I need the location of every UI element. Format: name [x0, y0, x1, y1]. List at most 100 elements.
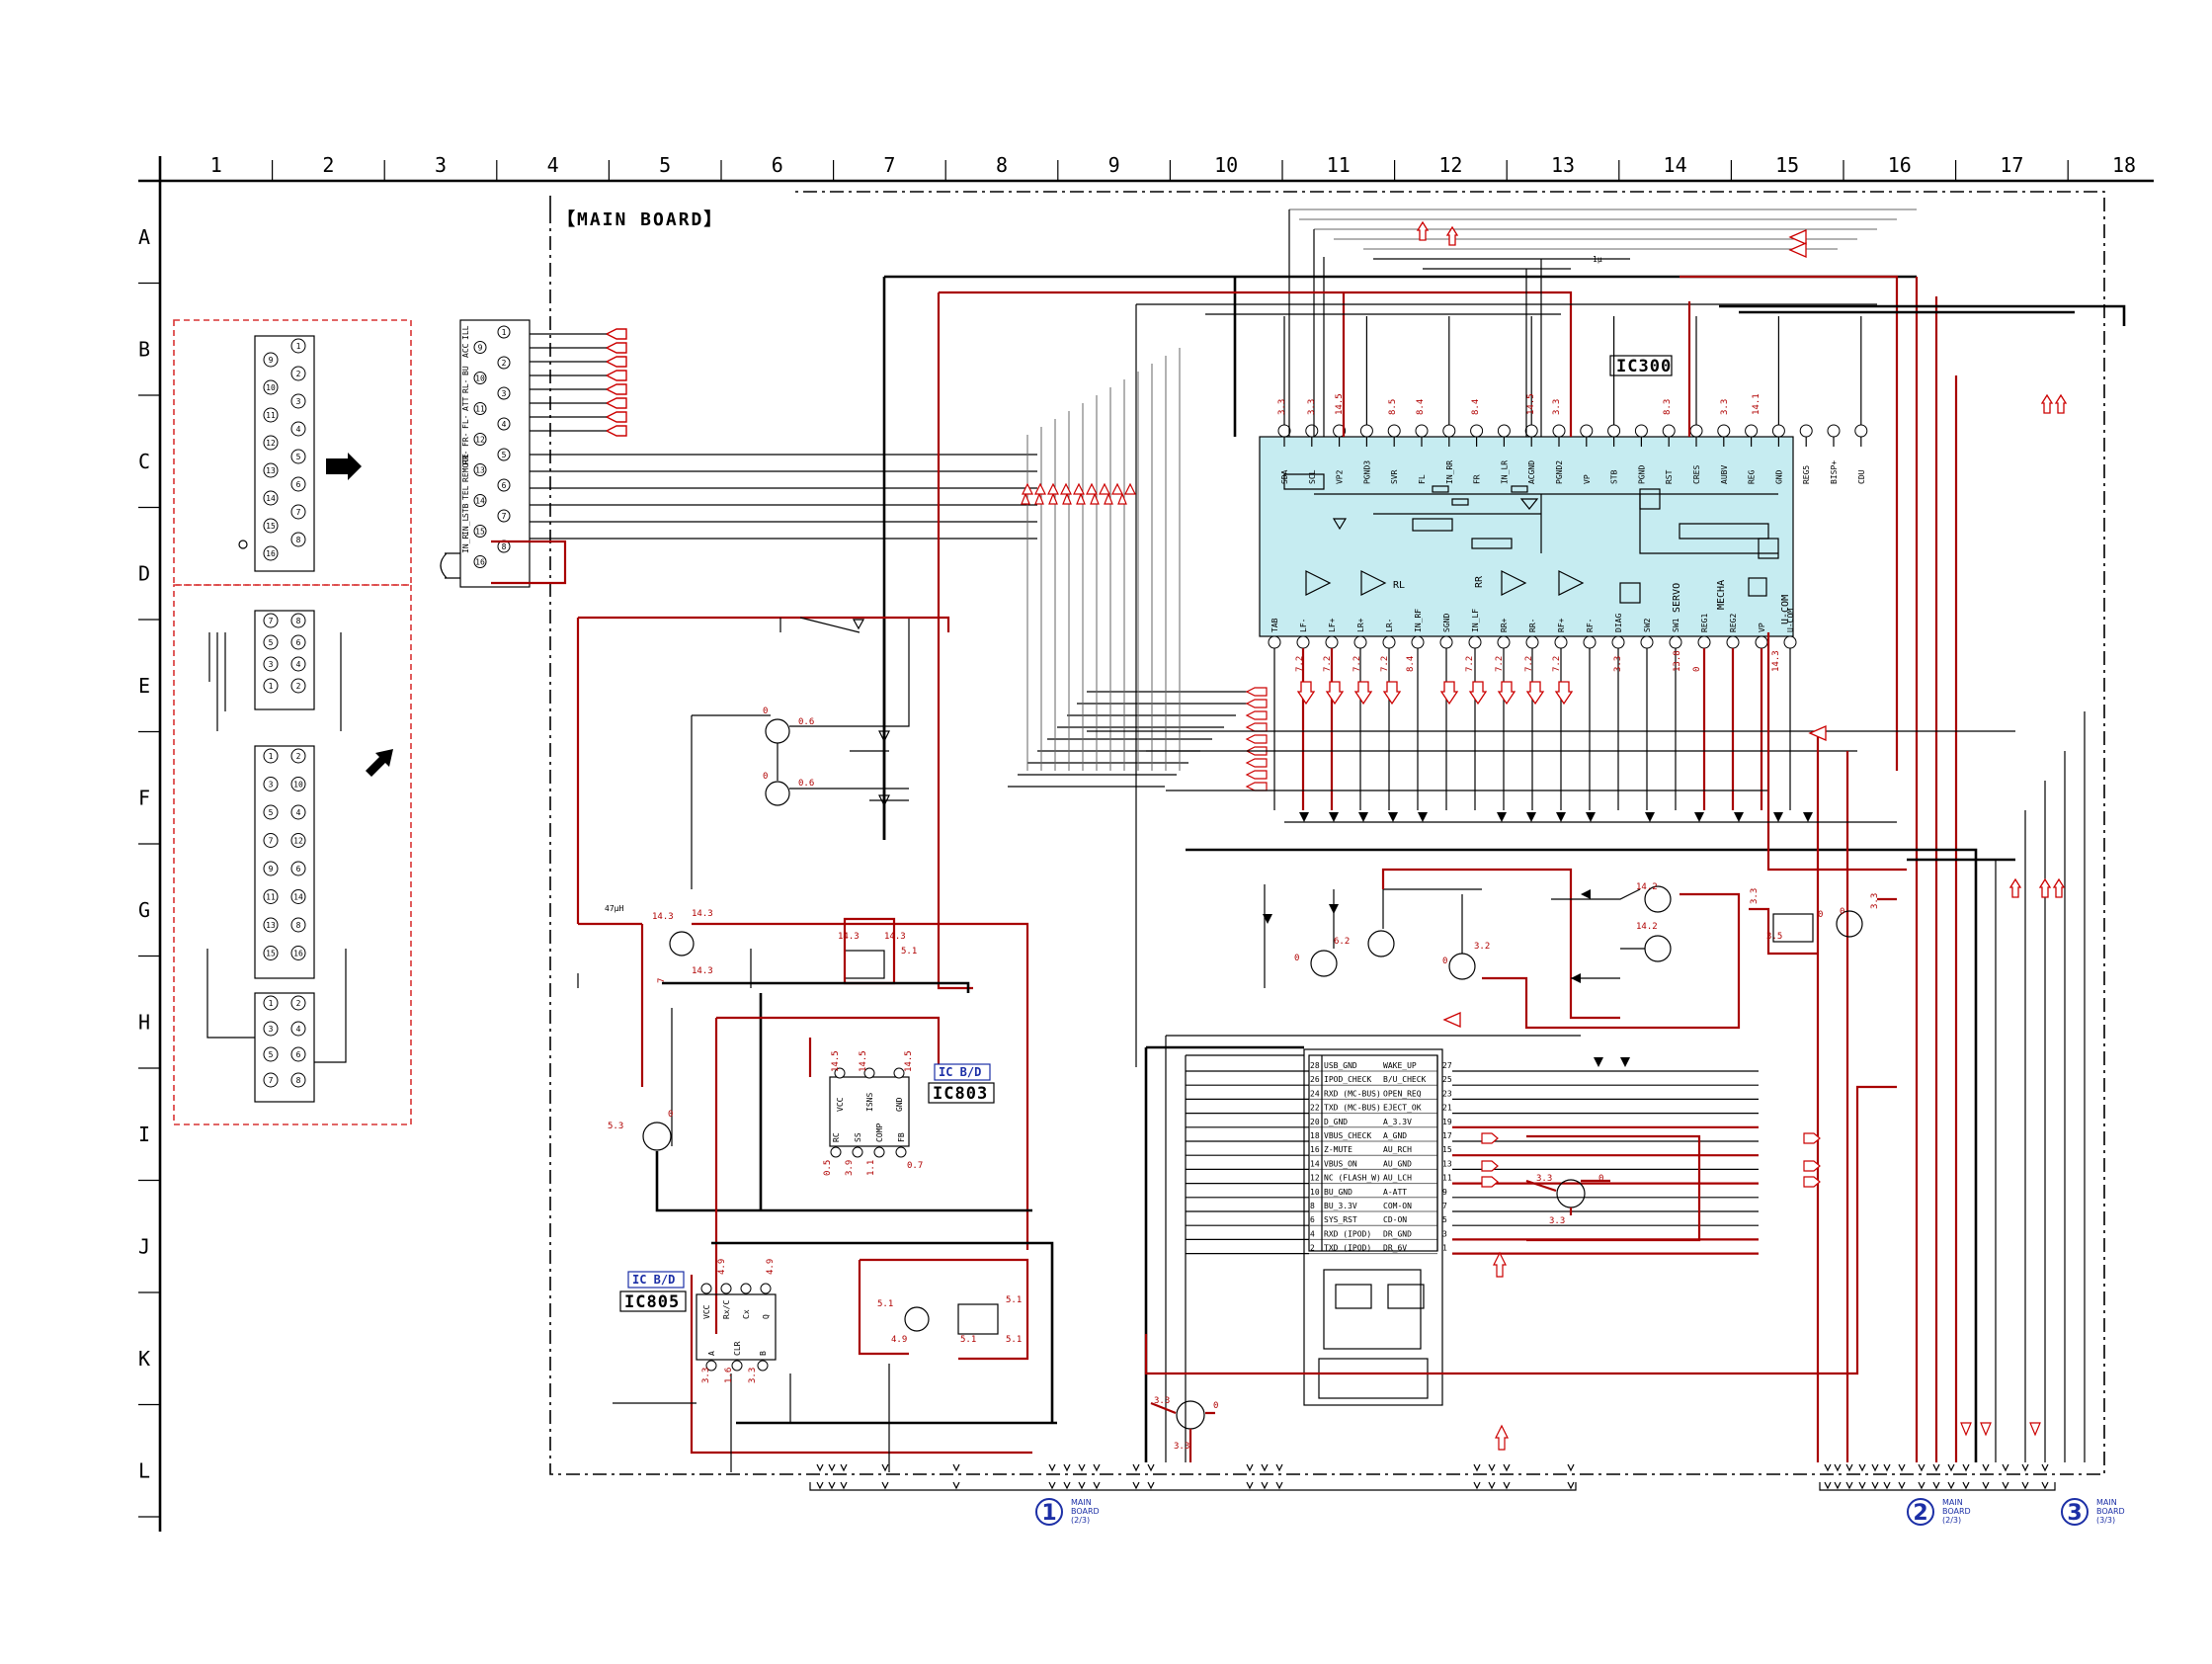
left-arrow-icon — [1808, 725, 1827, 741]
column-number: 11 — [1327, 153, 1351, 177]
connector-pin — [473, 463, 487, 476]
ic300-bottom-pin-label: RR- — [1528, 619, 1537, 632]
bus-tick — [1898, 1463, 1906, 1472]
row-letter: H — [138, 1010, 150, 1034]
connector-pin-number: 9 — [478, 344, 483, 353]
connector-right-pin-number: 7 — [1442, 1202, 1447, 1210]
voltage-label: 0.5 — [823, 1160, 833, 1176]
bus-tick — [1093, 1481, 1101, 1490]
legend-pin-number: 7 — [269, 1076, 274, 1085]
connector-pin — [497, 417, 511, 431]
ic300-top-pin — [1524, 424, 1538, 438]
connector-pin — [497, 509, 511, 523]
connector-pin-number: 1 — [502, 328, 507, 337]
legend-pin-number: 6 — [296, 1050, 301, 1059]
board-ref-text: BOARD — [1942, 1507, 1971, 1516]
bus-tick — [1078, 1463, 1086, 1472]
connector-left-pin-number: 18 — [1310, 1131, 1320, 1140]
bus-tick — [1824, 1481, 1832, 1490]
voltage-label: 4.9 — [766, 1259, 776, 1275]
voltage-label: 3.9 — [845, 1160, 855, 1176]
connector-left-pin-label: BU_3.3V — [1324, 1202, 1357, 1210]
bus-tick — [2041, 1463, 2049, 1472]
column-number: 5 — [659, 153, 671, 177]
ic300-block-mecha: MECHA — [1716, 580, 1727, 610]
ic300-bottom-pin — [1497, 635, 1511, 649]
ic300-top-pin-label: VP — [1583, 474, 1592, 484]
arrow-right-icon — [326, 453, 362, 480]
down-arrow-icon — [1525, 681, 1545, 706]
row-letter: F — [138, 786, 150, 809]
voltage-label: 0 — [1442, 957, 1447, 966]
legend-pin — [263, 889, 279, 904]
legend-pin-number: 6 — [296, 480, 301, 489]
connector-pin-number: 12 — [475, 436, 485, 445]
voltage-label: 1.1 — [866, 1160, 876, 1176]
voltage-label: 0 — [1294, 954, 1299, 963]
legend-pin-number: 12 — [293, 837, 303, 846]
right-arrow-icon — [1803, 1176, 1821, 1188]
voltage-label: 14.2 — [1636, 922, 1658, 932]
up-arrow-icon — [2008, 877, 2022, 898]
ic300-top-pin — [1305, 424, 1319, 438]
board-label: 【MAIN BOARD】 — [557, 209, 723, 230]
connector-left-pin-label: NC (FLASH_W) — [1324, 1174, 1381, 1183]
ic300-top-pin — [1442, 424, 1456, 438]
board-ref-text: BOARD — [2096, 1507, 2125, 1516]
column-number: 9 — [1108, 153, 1120, 177]
connector-pin-number: 10 — [475, 374, 485, 383]
ic300-bottom-pin — [1525, 635, 1539, 649]
column-number: 17 — [2000, 153, 2023, 177]
voltage-label: 13.8 — [1673, 650, 1682, 672]
ic300-bottom-pin-label: LF+ — [1328, 618, 1337, 632]
ic805-pin-label: Rx/C — [722, 1300, 731, 1319]
voltage-label: 14.5 — [1526, 393, 1536, 415]
connector-pin-label: RL- — [461, 379, 470, 393]
ic803-pin — [852, 1146, 863, 1158]
ic300-block-rl: RL — [1393, 580, 1405, 591]
voltage-label: 3.3 — [1536, 1174, 1552, 1184]
connector-left-pin-label: TXD (MC-BUS) — [1324, 1104, 1381, 1113]
up-arrow-icon — [1090, 492, 1100, 505]
bus-tick — [1261, 1463, 1269, 1472]
bus-tick — [1048, 1481, 1056, 1490]
connector-left-pin-label: USB_GND — [1324, 1061, 1357, 1070]
bus-tick — [816, 1463, 824, 1472]
legend-pin — [290, 1021, 306, 1037]
ic300-bottom-pin-label: IN_RF — [1414, 609, 1423, 632]
transistor-group-gh — [1144, 868, 1897, 1375]
left-arrow-icon — [1245, 722, 1268, 732]
transistor-q-left — [642, 1122, 672, 1151]
bus-tick — [1246, 1481, 1254, 1490]
ic300-top-pin-label: AUBV — [1720, 465, 1729, 484]
ic300-top-pin-label: IN_RR — [1445, 460, 1454, 484]
voltage-label: 14.3 — [838, 932, 860, 942]
legend-pin-number: 5 — [269, 1050, 274, 1059]
legend-pin — [263, 352, 279, 368]
connector-left-pin-label: RXD (IPOD) — [1324, 1229, 1371, 1238]
cap-label: 1μ — [1593, 255, 1602, 264]
legend-pin — [290, 393, 306, 409]
board-ref-text: (3/3) — [2096, 1516, 2115, 1525]
column-number: 18 — [2112, 153, 2136, 177]
ic300-top-pin — [1497, 424, 1511, 438]
board-ref-text: (2/3) — [1942, 1516, 1961, 1525]
connector-right-pin-number: 17 — [1442, 1131, 1452, 1140]
legend-pin-number: 6 — [296, 865, 301, 874]
legend-pin-number: 15 — [266, 950, 276, 958]
right-arrow-icon — [1803, 1132, 1821, 1144]
legend-pin — [290, 861, 306, 876]
legend-pin-number: 2 — [296, 752, 301, 761]
ic300-top-pin — [1580, 424, 1594, 438]
connector-right-pin-label: AU_GND — [1383, 1159, 1412, 1168]
down-arrow-icon — [1325, 681, 1345, 706]
up-arrow-icon — [2052, 877, 2066, 898]
legend-pin — [263, 435, 279, 451]
up-arrow-icon — [1048, 492, 1058, 505]
connector-left-pin-label: D_GND — [1324, 1118, 1348, 1126]
voltage-label: 14.3 — [1771, 650, 1781, 672]
bus-tick — [1858, 1463, 1866, 1472]
ic300-bottom-pin — [1755, 635, 1768, 649]
legend-pin — [290, 678, 306, 694]
legend-pin-number: 3 — [269, 1025, 274, 1034]
